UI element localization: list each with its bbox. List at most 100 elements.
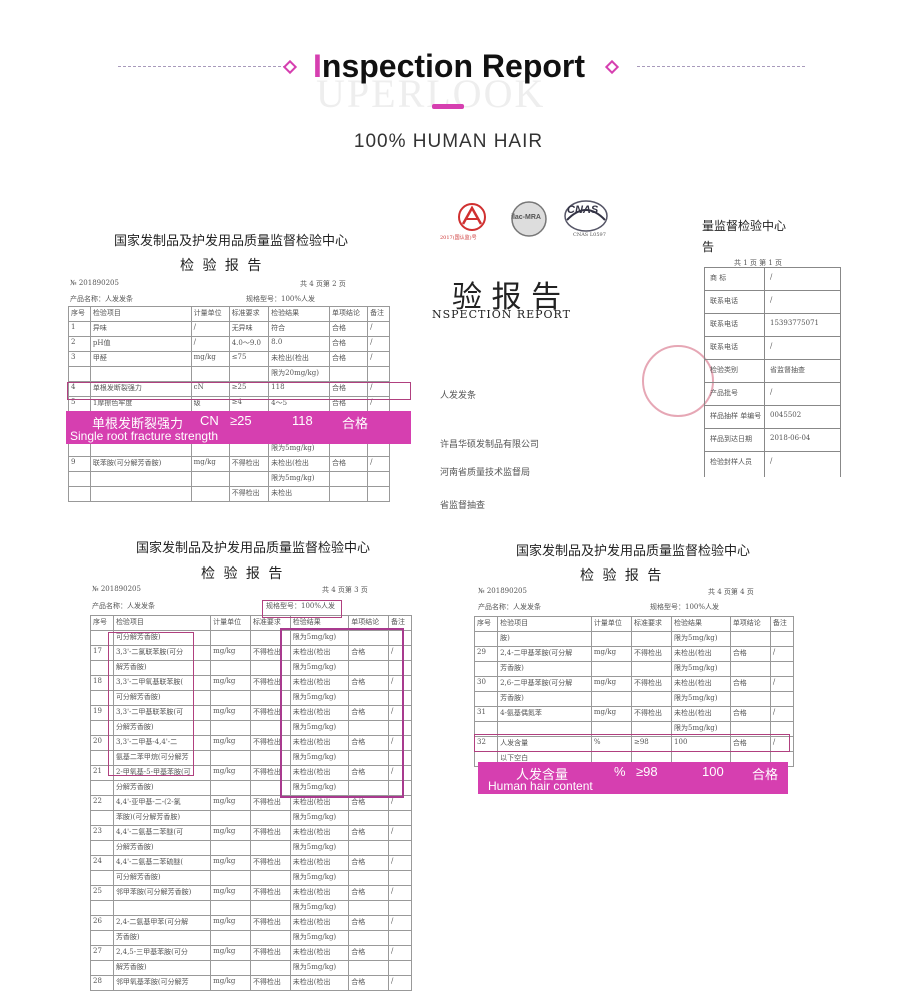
table-header-row: 序号检验项目计量单位标准要求检验结果单项结论备注 — [68, 306, 390, 322]
table-cell: 胺) — [497, 631, 592, 647]
doc1-report-title: 检 验 报 告 — [180, 258, 264, 274]
doc3-row-highlight-box — [474, 734, 790, 752]
table-cell: 合格 — [729, 676, 771, 692]
table-cell — [210, 870, 251, 886]
table-cell: mg/kg — [590, 676, 632, 692]
table-header-cell: 标准要求 — [630, 616, 673, 632]
info-row-divider — [704, 428, 840, 429]
table-cell — [210, 900, 251, 916]
table-cell: 解芳香胺) — [112, 960, 212, 976]
table-cell: 8.0 — [268, 336, 331, 352]
table-cell — [90, 840, 114, 856]
table-cell: 限为5mg/kg) — [671, 661, 731, 677]
cover-line-type: 省监督抽查 — [440, 501, 486, 511]
table-cell — [729, 691, 771, 707]
table-cell: 25 — [90, 885, 114, 901]
table-header-cell: 序号 — [473, 616, 499, 632]
table-cell: 合格 — [729, 646, 771, 662]
doc2-report-no: № 201890205 — [92, 585, 141, 593]
table-cell: / — [190, 321, 230, 337]
table-header-cell: 计量单位 — [190, 306, 230, 322]
doc3-hl-en-label: Human hair content — [488, 779, 593, 793]
table-cell: 合格 — [348, 855, 390, 871]
table-cell: 26 — [90, 915, 114, 931]
table-cell — [90, 900, 114, 916]
table-cell — [90, 930, 114, 946]
info-row-value: / — [770, 296, 773, 304]
table-cell: 不得检出 — [249, 825, 291, 841]
table-cell — [729, 661, 771, 677]
table-cell: / — [190, 336, 230, 352]
table-cell — [348, 810, 390, 826]
info-center-name: 量监督检验中心 — [702, 219, 787, 233]
table-header-cell: 序号 — [90, 615, 114, 631]
doc3-report-no: № 201890205 — [478, 587, 527, 595]
info-row-value: 2018-06-04 — [770, 434, 811, 442]
table-cell: 不得检出 — [630, 676, 673, 692]
info-row-label: 检验类别 — [710, 366, 738, 374]
table-cell: 不得检出 — [249, 945, 291, 961]
info-row-label: 联系电话 — [710, 320, 738, 328]
table-cell — [367, 471, 390, 487]
table-cell — [473, 691, 499, 707]
table-cell: / — [388, 945, 412, 961]
table-row: 芳香胺)限为5mg/kg) — [473, 691, 795, 707]
table-cell — [228, 366, 270, 382]
table-row: 限为5mg/kg) — [68, 471, 390, 487]
table-cell: 不得检出 — [228, 456, 270, 472]
table-cell: mg/kg — [210, 855, 251, 871]
table-cell — [190, 366, 230, 382]
table-header-cell: 检验项目 — [89, 306, 192, 322]
table-cell: / — [367, 336, 390, 352]
title-underline — [432, 104, 464, 109]
table-cell: ≤75 — [228, 351, 270, 367]
table-cell: 不得检出 — [249, 885, 291, 901]
doc3-hl-result: 100 — [702, 764, 724, 779]
info-row-label: 产品批号 — [710, 389, 738, 397]
table-cell: 合格 — [348, 915, 390, 931]
table-cell: 未检出(检出 — [268, 351, 331, 367]
header-divider-left — [118, 66, 286, 67]
report-page-3: 国家发制品及护发用品质量监督检验中心 检 验 报 告 № 201890205 共… — [86, 525, 416, 995]
table-header-row: 序号检验项目计量单位标准要求检验结果单项结论备注 — [90, 615, 412, 631]
info-table-left-border — [704, 267, 705, 477]
table-cell: 2,4-二甲基苯胺(可分解 — [497, 646, 592, 662]
table-cell: / — [367, 456, 390, 472]
table-cell — [329, 471, 369, 487]
table-cell: 合格 — [348, 975, 390, 991]
cma-logo-caption: 2017(国认监)号 — [440, 235, 477, 241]
table-cell: 不得检出 — [630, 646, 673, 662]
info-row-value: 省监督抽查 — [770, 366, 805, 374]
info-row-divider — [704, 451, 840, 452]
table-cell: mg/kg — [590, 706, 632, 722]
table-cell — [388, 930, 412, 946]
table-cell: 限为5mg/kg) — [671, 691, 731, 707]
table-row: 芳香胺)限为5mg/kg) — [90, 930, 412, 946]
table-cell: mg/kg — [590, 646, 632, 662]
header-divider-right — [637, 66, 805, 67]
table-cell: 2 — [68, 336, 91, 352]
page-subtitle: 100% HUMAN HAIR — [353, 131, 544, 152]
doc2-report-title: 检 验 报 告 — [201, 566, 285, 582]
table-cell: 不得检出 — [228, 486, 270, 502]
table-cell — [89, 486, 192, 502]
table-cell — [348, 870, 390, 886]
ilac-logo-icon — [508, 200, 550, 238]
table-cell: mg/kg — [190, 456, 230, 472]
table-cell: 23 — [90, 825, 114, 841]
table-cell: 限为5mg/kg) — [289, 900, 350, 916]
table-cell: 2,6-二甲基苯胺(可分解 — [497, 676, 592, 692]
table-cell: 2,4,5-三甲基苯胺(可分 — [112, 945, 212, 961]
table-row: 可分解芳香胺)限为5mg/kg) — [90, 870, 412, 886]
table-cell: 合格 — [348, 885, 390, 901]
table-row: 限为5mg/kg) — [90, 900, 412, 916]
table-cell: 28 — [90, 975, 114, 991]
table-cell: / — [388, 915, 412, 931]
table-cell: 甲醛 — [89, 351, 192, 367]
doc1-center-name: 国家发制品及护发用品质量监督检验中心 — [114, 234, 349, 249]
table-cell — [228, 471, 270, 487]
